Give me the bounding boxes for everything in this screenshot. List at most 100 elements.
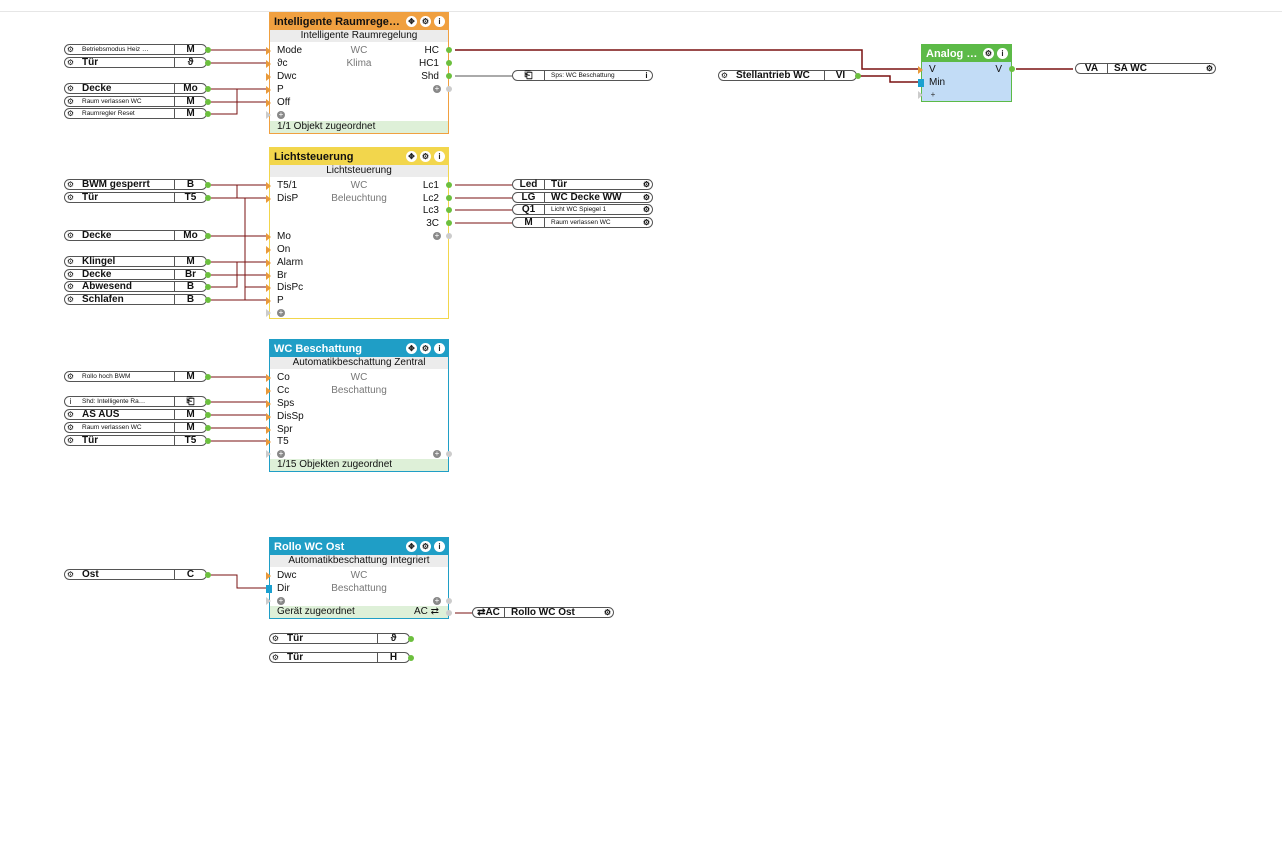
input-pin[interactable]: [266, 246, 271, 254]
output-port[interactable]: [205, 272, 211, 278]
gear-icon[interactable]: ⚙: [66, 570, 75, 579]
input-as-aus[interactable]: ⚙ AS AUS M: [64, 409, 211, 420]
gear-icon[interactable]: ⚙: [420, 343, 431, 354]
info-icon[interactable]: i: [434, 541, 445, 552]
output-rollo-wc-ost[interactable]: ⇄AC Rollo WC Ost ⚙: [472, 607, 614, 618]
add-icon[interactable]: +: [433, 449, 441, 458]
input-pin[interactable]: [266, 259, 271, 267]
input-pin[interactable]: [266, 272, 271, 280]
add-icon[interactable]: +: [277, 596, 285, 605]
input-schlafen[interactable]: ⚙ Schlafen B: [64, 294, 211, 305]
output-pin[interactable]: [446, 195, 452, 201]
gear-icon[interactable]: ⚙: [1205, 64, 1214, 73]
move-icon[interactable]: ✥: [406, 541, 417, 552]
output-port[interactable]: [408, 655, 414, 661]
output-port[interactable]: [205, 99, 211, 105]
input-pin[interactable]: [266, 438, 271, 446]
gear-icon[interactable]: ⚙: [66, 193, 75, 202]
output-port[interactable]: [205, 284, 211, 290]
output-port[interactable]: [205, 111, 211, 117]
block-lichtsteuerung[interactable]: Lichtsteuerung ✥ ⚙ i Lichtsteuerung T5/1…: [266, 147, 452, 319]
input-tuer-t5[interactable]: ⚙ Tür T5: [64, 192, 211, 203]
info-icon[interactable]: i: [645, 71, 648, 80]
gear-icon[interactable]: ⚙: [642, 180, 651, 189]
output-port[interactable]: [205, 233, 211, 239]
gear-icon[interactable]: ⚙: [983, 48, 994, 59]
gear-icon[interactable]: ⚙: [642, 218, 651, 227]
input-tuer-free-2[interactable]: ⚙ Tür H: [269, 652, 414, 663]
input-shd-intelligente[interactable]: i Shd: Intelligente Ra… ⎗: [64, 396, 211, 407]
output-port[interactable]: [408, 636, 414, 642]
move-icon[interactable]: ✥: [406, 343, 417, 354]
output-port[interactable]: [205, 572, 211, 578]
output-port[interactable]: [205, 438, 211, 444]
input-pin[interactable]: [266, 572, 271, 580]
input-decke[interactable]: ⚙ Decke Mo: [64, 83, 211, 94]
add-icon[interactable]: +: [433, 84, 441, 93]
input-abwesend[interactable]: ⚙ Abwesend B: [64, 281, 211, 292]
input-pin-empty[interactable]: [918, 91, 923, 99]
output-port[interactable]: [205, 425, 211, 431]
block-header[interactable]: Lichtsteuerung ✥ ⚙ i: [270, 148, 448, 165]
input-pin-empty[interactable]: [266, 309, 271, 317]
output-pin-empty[interactable]: [446, 86, 452, 92]
block-header[interactable]: Intelligente Raumrege… ✥ ⚙ i: [270, 13, 448, 30]
input-betriebsmodus[interactable]: ⚙ Betriebsmodus Heiz … M: [64, 44, 211, 55]
output-lg-decke[interactable]: LG WC Decke WW ⚙: [512, 192, 653, 203]
input-raum-verlassen-2[interactable]: ⚙ Raum verlassen WC M: [64, 422, 211, 433]
gear-icon[interactable]: ⚙: [66, 372, 75, 381]
gear-icon[interactable]: ⚙: [66, 109, 75, 118]
input-pin-empty[interactable]: [266, 597, 271, 605]
input-pin[interactable]: [266, 585, 272, 593]
info-icon[interactable]: i: [434, 151, 445, 162]
output-port[interactable]: [205, 374, 211, 380]
move-icon[interactable]: ✥: [406, 16, 417, 27]
input-raum-verlassen[interactable]: ⚙ Raum verlassen WC M: [64, 96, 211, 107]
output-port[interactable]: [205, 399, 211, 405]
output-pin[interactable]: [446, 207, 452, 213]
gear-icon[interactable]: ⚙: [420, 151, 431, 162]
add-icon[interactable]: +: [930, 90, 936, 99]
input-rollo-hoch-bwm[interactable]: ⚙ Rollo hoch BWM M: [64, 371, 211, 382]
gear-icon[interactable]: ⚙: [66, 295, 75, 304]
input-pin[interactable]: [266, 99, 271, 107]
gear-icon[interactable]: ⚙: [420, 541, 431, 552]
gear-icon[interactable]: ⚙: [66, 436, 75, 445]
input-tuer-free-1[interactable]: ⚙ Tür ϑ: [269, 633, 414, 644]
input-ost[interactable]: ⚙ Ost C: [64, 569, 211, 580]
output-pin[interactable]: [446, 610, 452, 616]
output-pin[interactable]: [446, 73, 452, 79]
output-port[interactable]: [205, 412, 211, 418]
input-pin-empty[interactable]: [266, 111, 271, 119]
gear-icon[interactable]: ⚙: [720, 71, 729, 80]
output-port[interactable]: [205, 259, 211, 265]
gear-icon[interactable]: ⚙: [66, 231, 75, 240]
add-icon[interactable]: +: [277, 110, 285, 119]
gear-icon[interactable]: ⚙: [66, 270, 75, 279]
output-port[interactable]: [205, 182, 211, 188]
output-pin-empty[interactable]: [446, 598, 452, 604]
gear-icon[interactable]: ⚙: [66, 58, 75, 67]
output-port[interactable]: [205, 86, 211, 92]
input-pin[interactable]: [266, 86, 271, 94]
input-pin[interactable]: [266, 413, 271, 421]
gear-icon[interactable]: ⚙: [66, 257, 75, 266]
gear-icon[interactable]: ⚙: [271, 653, 280, 662]
input-bwm-gesperrt[interactable]: ⚙ BWM gesperrt B: [64, 179, 211, 190]
input-pin[interactable]: [266, 60, 271, 68]
info-icon[interactable]: i: [997, 48, 1008, 59]
input-decke-br[interactable]: ⚙ Decke Br: [64, 269, 211, 280]
input-pin[interactable]: [266, 73, 271, 81]
input-pin-empty[interactable]: [266, 450, 271, 458]
block-raumregelung[interactable]: Intelligente Raumrege… ✥ ⚙ i Intelligent…: [266, 12, 452, 134]
input-klingel[interactable]: ⚙ Klingel M: [64, 256, 211, 267]
gear-icon[interactable]: ⚙: [66, 97, 75, 106]
output-pin[interactable]: [446, 220, 452, 226]
add-icon[interactable]: +: [277, 449, 285, 458]
info-icon[interactable]: i: [434, 343, 445, 354]
block-header[interactable]: Analog … ⚙ i: [922, 45, 1011, 62]
input-stellantrieb[interactable]: ⚙ Stellantrieb WC VI: [718, 70, 861, 81]
gear-icon[interactable]: ⚙: [66, 180, 75, 189]
gear-icon[interactable]: ⚙: [642, 193, 651, 202]
